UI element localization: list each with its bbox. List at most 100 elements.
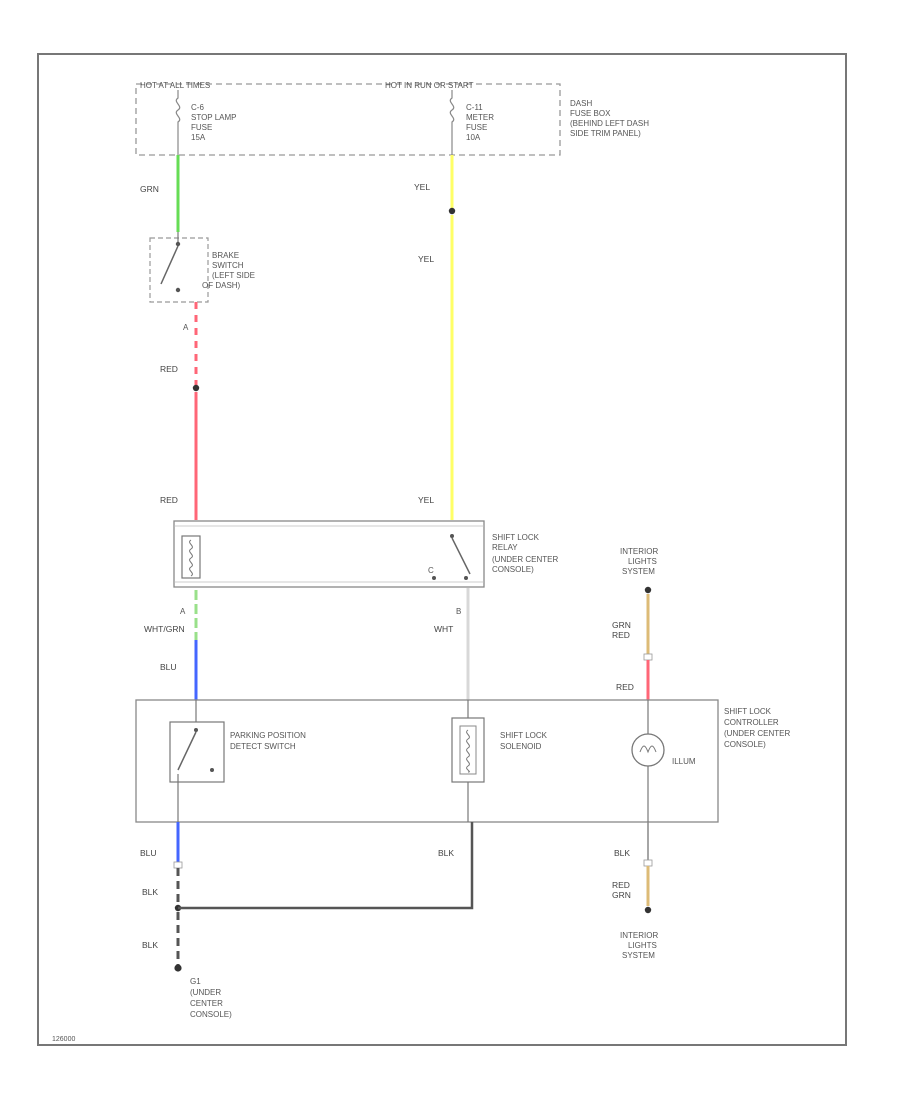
wire-label-red-grn-line: GRN [612, 890, 631, 900]
fuse-box-label-line: (BEHIND LEFT DASH [570, 119, 649, 128]
illum-bulb-icon [631, 733, 665, 767]
shift-lock-relay-label-line: (UNDER CENTER [492, 555, 558, 564]
ground-label-line: (UNDER [190, 988, 221, 997]
relay-switch-contact-top [450, 534, 454, 538]
solenoid-label: SHIFT LOCK SOLENOID [500, 731, 549, 751]
wire-label-grn: GRN [140, 184, 159, 194]
interior-lights-bottom-label-line: LIGHTS [628, 941, 657, 950]
fuse-box-label-line: FUSE BOX [570, 109, 611, 118]
ground-label-line: CENTER [190, 999, 223, 1008]
brake-switch-contact-bottom [175, 287, 181, 293]
interior-lights-bottom-label-line: INTERIOR [620, 931, 658, 940]
solenoid-coil [459, 725, 477, 775]
shift-lock-controller-box [135, 699, 719, 823]
fuse-c11-label-line: FUSE [466, 123, 487, 132]
fuse-box-label-line: SIDE TRIM PANEL) [570, 129, 641, 138]
wire-label-wht: WHT [434, 624, 453, 634]
splice-point-red [192, 384, 200, 392]
shift-lock-controller-label-line: (UNDER CENTER [724, 729, 790, 738]
shift-lock-controller-label-line: CONSOLE) [724, 740, 766, 749]
brake-switch-label-line: SWITCH [212, 261, 244, 270]
wire-label-red-grn-line: RED [612, 880, 630, 890]
ground-terminal [174, 964, 182, 972]
interior-lights-top-label-line: LIGHTS [628, 557, 657, 566]
fuse-c6-symbol [175, 90, 181, 155]
solenoid-coil-winding [466, 729, 470, 773]
fuse-c11-label: C-11 METER FUSE 10A [466, 103, 496, 142]
shift-lock-relay-label-line: SHIFT LOCK [492, 533, 540, 542]
relay-switch-contact-nc [432, 576, 436, 580]
brake-switch-label-line: OF DASH) [202, 281, 241, 290]
brake-switch-outline [149, 237, 209, 303]
fuse-c6-label-line: C-6 [191, 103, 204, 112]
shift-lock-relay-label-line: RELAY [492, 543, 518, 552]
wire-label-grn-red: GRN RED [612, 620, 633, 640]
brake-switch-label: BRAKE SWITCH (LEFT SIDE OF DASH) [202, 251, 257, 290]
parking-switch-contact-bottom [210, 768, 214, 772]
interior-lights-top-label-line: INTERIOR [620, 547, 658, 556]
interior-lights-bottom-label: INTERIOR LIGHTS SYSTEM [620, 931, 660, 960]
diagram-frame [37, 53, 847, 1046]
parking-switch-label-line: PARKING POSITION [230, 731, 306, 740]
ground-label: G1 (UNDER CENTER CONSOLE) [190, 977, 232, 1019]
wire-label-grn-red-line: RED [612, 630, 630, 640]
relay-coil-winding [189, 539, 193, 577]
parking-switch-label-line: DETECT SWITCH [230, 742, 296, 751]
wire-blk-solenoid [178, 822, 474, 910]
connector-interior-top [643, 653, 653, 661]
parking-switch-box [169, 721, 225, 783]
pin-label-relay-b: B [456, 607, 461, 616]
interior-lights-top-label-line: SYSTEM [622, 567, 655, 576]
connector-interior-bottom [643, 859, 653, 867]
solenoid-label-line: SOLENOID [500, 742, 542, 751]
fuse-c6-label-line: FUSE [191, 123, 212, 132]
fuse-box-label: DASH FUSE BOX (BEHIND LEFT DASH SIDE TRI… [570, 99, 651, 138]
parking-switch-blade [177, 731, 197, 771]
shift-lock-relay-box [173, 520, 485, 588]
splice-point-yel [448, 207, 456, 215]
ground-label-line: CONSOLE) [190, 1010, 232, 1019]
connector-blu-blk [173, 861, 183, 869]
fuse-c11-label-line: 10A [466, 133, 481, 142]
wire-label-red-2: RED [160, 495, 178, 505]
wire-label-red-grn: RED GRN [612, 880, 632, 900]
brake-switch-blade [160, 245, 179, 285]
brake-switch-label-line: BRAKE [212, 251, 239, 260]
wire-label-yel-1: YEL [414, 182, 430, 192]
fuse-c6-label: C-6 STOP LAMP FUSE 15A [191, 103, 239, 142]
shift-lock-controller-label-line: SHIFT LOCK [724, 707, 772, 716]
wire-label-red-1: RED [160, 364, 178, 374]
illum-filament [639, 745, 657, 754]
wire-label-blk-2: BLK [438, 848, 454, 858]
hot-at-all-times-label: HOT AT ALL TIMES [140, 81, 210, 90]
wire-label-blk-3: BLK [142, 940, 158, 950]
wire-label-grn-red-line: GRN [612, 620, 631, 630]
interior-lights-top-label: INTERIOR LIGHTS SYSTEM [620, 547, 660, 576]
wire-label-blu-2: BLU [140, 848, 157, 858]
wire-label-wht-grn: WHT/GRN [144, 624, 185, 634]
parking-switch-label: PARKING POSITION DETECT SWITCH [230, 731, 308, 751]
wire-label-yel-2: YEL [418, 254, 434, 264]
relay-switch-blade [451, 537, 471, 575]
shift-lock-controller-label: SHIFT LOCK CONTROLLER (UNDER CENTER CONS… [724, 707, 792, 749]
brake-switch-label-line: (LEFT SIDE [212, 271, 255, 280]
wire-label-yel-3: YEL [418, 495, 434, 505]
fuse-box-outline [135, 83, 561, 156]
interior-lights-bottom-label-line: SYSTEM [622, 951, 655, 960]
fuse-c11-label-line: C-11 [466, 103, 483, 112]
wire-label-red-3: RED [616, 682, 634, 692]
illum-label: ILLUM [672, 757, 696, 766]
brake-switch-contact-top [175, 241, 181, 247]
shift-lock-relay-label: SHIFT LOCK RELAY (UNDER CENTER CONSOLE) [492, 533, 560, 574]
wire-label-blk-1: BLK [142, 887, 158, 897]
shift-lock-relay-label-line: CONSOLE) [492, 565, 534, 574]
interior-lights-bottom-terminal [644, 906, 652, 914]
pin-label-brake-a: A [183, 323, 189, 332]
parking-switch-contact-top [194, 728, 198, 732]
fuse-c6-label-line: STOP LAMP [191, 113, 236, 122]
wire-label-blk-4: BLK [614, 848, 630, 858]
pin-label-relay-a: A [180, 607, 186, 616]
hot-in-run-or-start-label: HOT IN RUN OR START [385, 81, 474, 90]
wire-label-blu: BLU [160, 662, 177, 672]
